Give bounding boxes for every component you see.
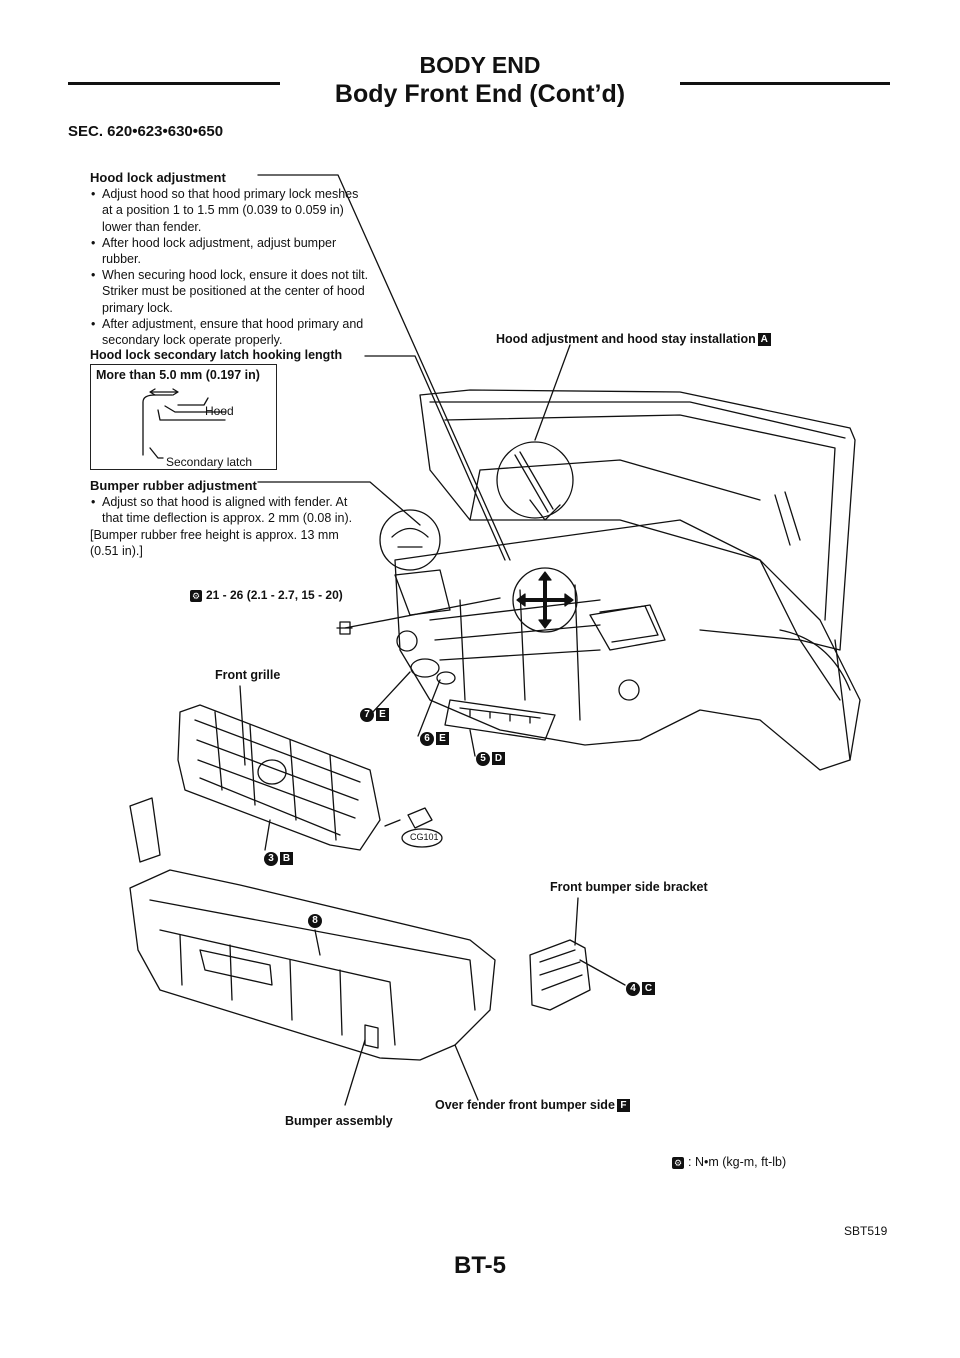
bumper-rubber-title: Bumper rubber adjustment bbox=[90, 478, 257, 493]
leader-6 bbox=[417, 679, 441, 737]
latch-hood-label: Hood bbox=[205, 404, 234, 418]
leader-3 bbox=[264, 819, 271, 851]
bumper-assembly bbox=[129, 869, 496, 1061]
latch-length: More than 5.0 mm (0.197 in) bbox=[96, 368, 260, 382]
hood-stay-text: Hood adjustment and hood stay installati… bbox=[496, 332, 756, 346]
front-grille bbox=[177, 704, 381, 851]
hood-lock-bullet: After hood lock adjustment, adjust bumpe… bbox=[90, 235, 370, 267]
hood-lock-adjustment: Hood lock adjustment Adjust hood so that… bbox=[90, 170, 370, 348]
torque-value: 21 - 26 (2.1 - 2.7, 15 - 20) bbox=[206, 588, 343, 602]
latch-secondary-label: Secondary latch bbox=[166, 455, 253, 469]
bumper-rubber-note: [Bumper rubber free height is approx. 13… bbox=[90, 527, 339, 558]
vehicle-body bbox=[394, 519, 861, 771]
torque-legend-text: : N•m (kg-m, ft-lb) bbox=[688, 1155, 787, 1169]
figure-ref: SBT519 bbox=[844, 1224, 888, 1238]
page-number: BT-5 bbox=[453, 1252, 506, 1279]
hood-lock-title: Hood lock adjustment bbox=[90, 170, 226, 185]
leader-7 bbox=[371, 671, 411, 714]
hood-lock-bullet: Adjust hood so that hood primary lock me… bbox=[90, 186, 370, 235]
leader-hood-lock bbox=[257, 174, 511, 561]
page-title: Body Front End (Cont’d) bbox=[280, 80, 680, 109]
leader-latch bbox=[364, 355, 506, 561]
leader-assembly bbox=[344, 1039, 366, 1106]
hood-stay-label: Hood adjustment and hood stay installati… bbox=[496, 332, 771, 347]
callout-8: 8 bbox=[308, 912, 322, 930]
leader-over-fender bbox=[454, 1044, 479, 1101]
latch-detail-box: More than 5.0 mm (0.197 in) Hood Seconda… bbox=[90, 364, 277, 470]
torque-icon: ⚙ bbox=[190, 589, 202, 602]
leader-side-bracket bbox=[574, 897, 579, 946]
bumper-rubber-adjustment: Bumper rubber adjustment Adjust so that … bbox=[90, 478, 365, 559]
section-code: SEC. 620•623•630•650 bbox=[68, 123, 224, 140]
section-heading: BODY END bbox=[419, 52, 541, 78]
bumper-rubber-bullet: Adjust so that hood is aligned with fend… bbox=[90, 494, 365, 526]
torque-legend: ⚙ : N•m (kg-m, ft-lb) bbox=[672, 1155, 786, 1169]
leader-hood-stay bbox=[534, 344, 571, 441]
leader-5 bbox=[469, 729, 476, 757]
over-fender-text: Over fender front bumper side bbox=[435, 1098, 615, 1112]
torque-callout: ⚙ 21 - 26 (2.1 - 2.7, 15 - 20) bbox=[190, 588, 343, 602]
badge-f: F bbox=[616, 1099, 630, 1113]
side-bracket bbox=[529, 939, 591, 1011]
clip-code: CG101 bbox=[410, 832, 439, 842]
leader-8 bbox=[314, 929, 321, 956]
leader-front-grille bbox=[239, 685, 246, 766]
hood-lock-bullet: When securing hood lock, ensure it does … bbox=[90, 267, 370, 316]
bumper-assembly-label: Bumper assembly bbox=[285, 1114, 393, 1128]
badge-a: A bbox=[757, 333, 771, 347]
front-grille-label: Front grille bbox=[215, 668, 281, 682]
hood-lock-bullet: After adjustment, ensure that hood prima… bbox=[90, 316, 370, 348]
hood-panel bbox=[419, 389, 856, 651]
side-bracket-label: Front bumper side bracket bbox=[550, 880, 708, 894]
latch-title: Hood lock secondary latch hooking length bbox=[90, 348, 343, 362]
torque-legend-icon: ⚙ bbox=[672, 1156, 684, 1169]
